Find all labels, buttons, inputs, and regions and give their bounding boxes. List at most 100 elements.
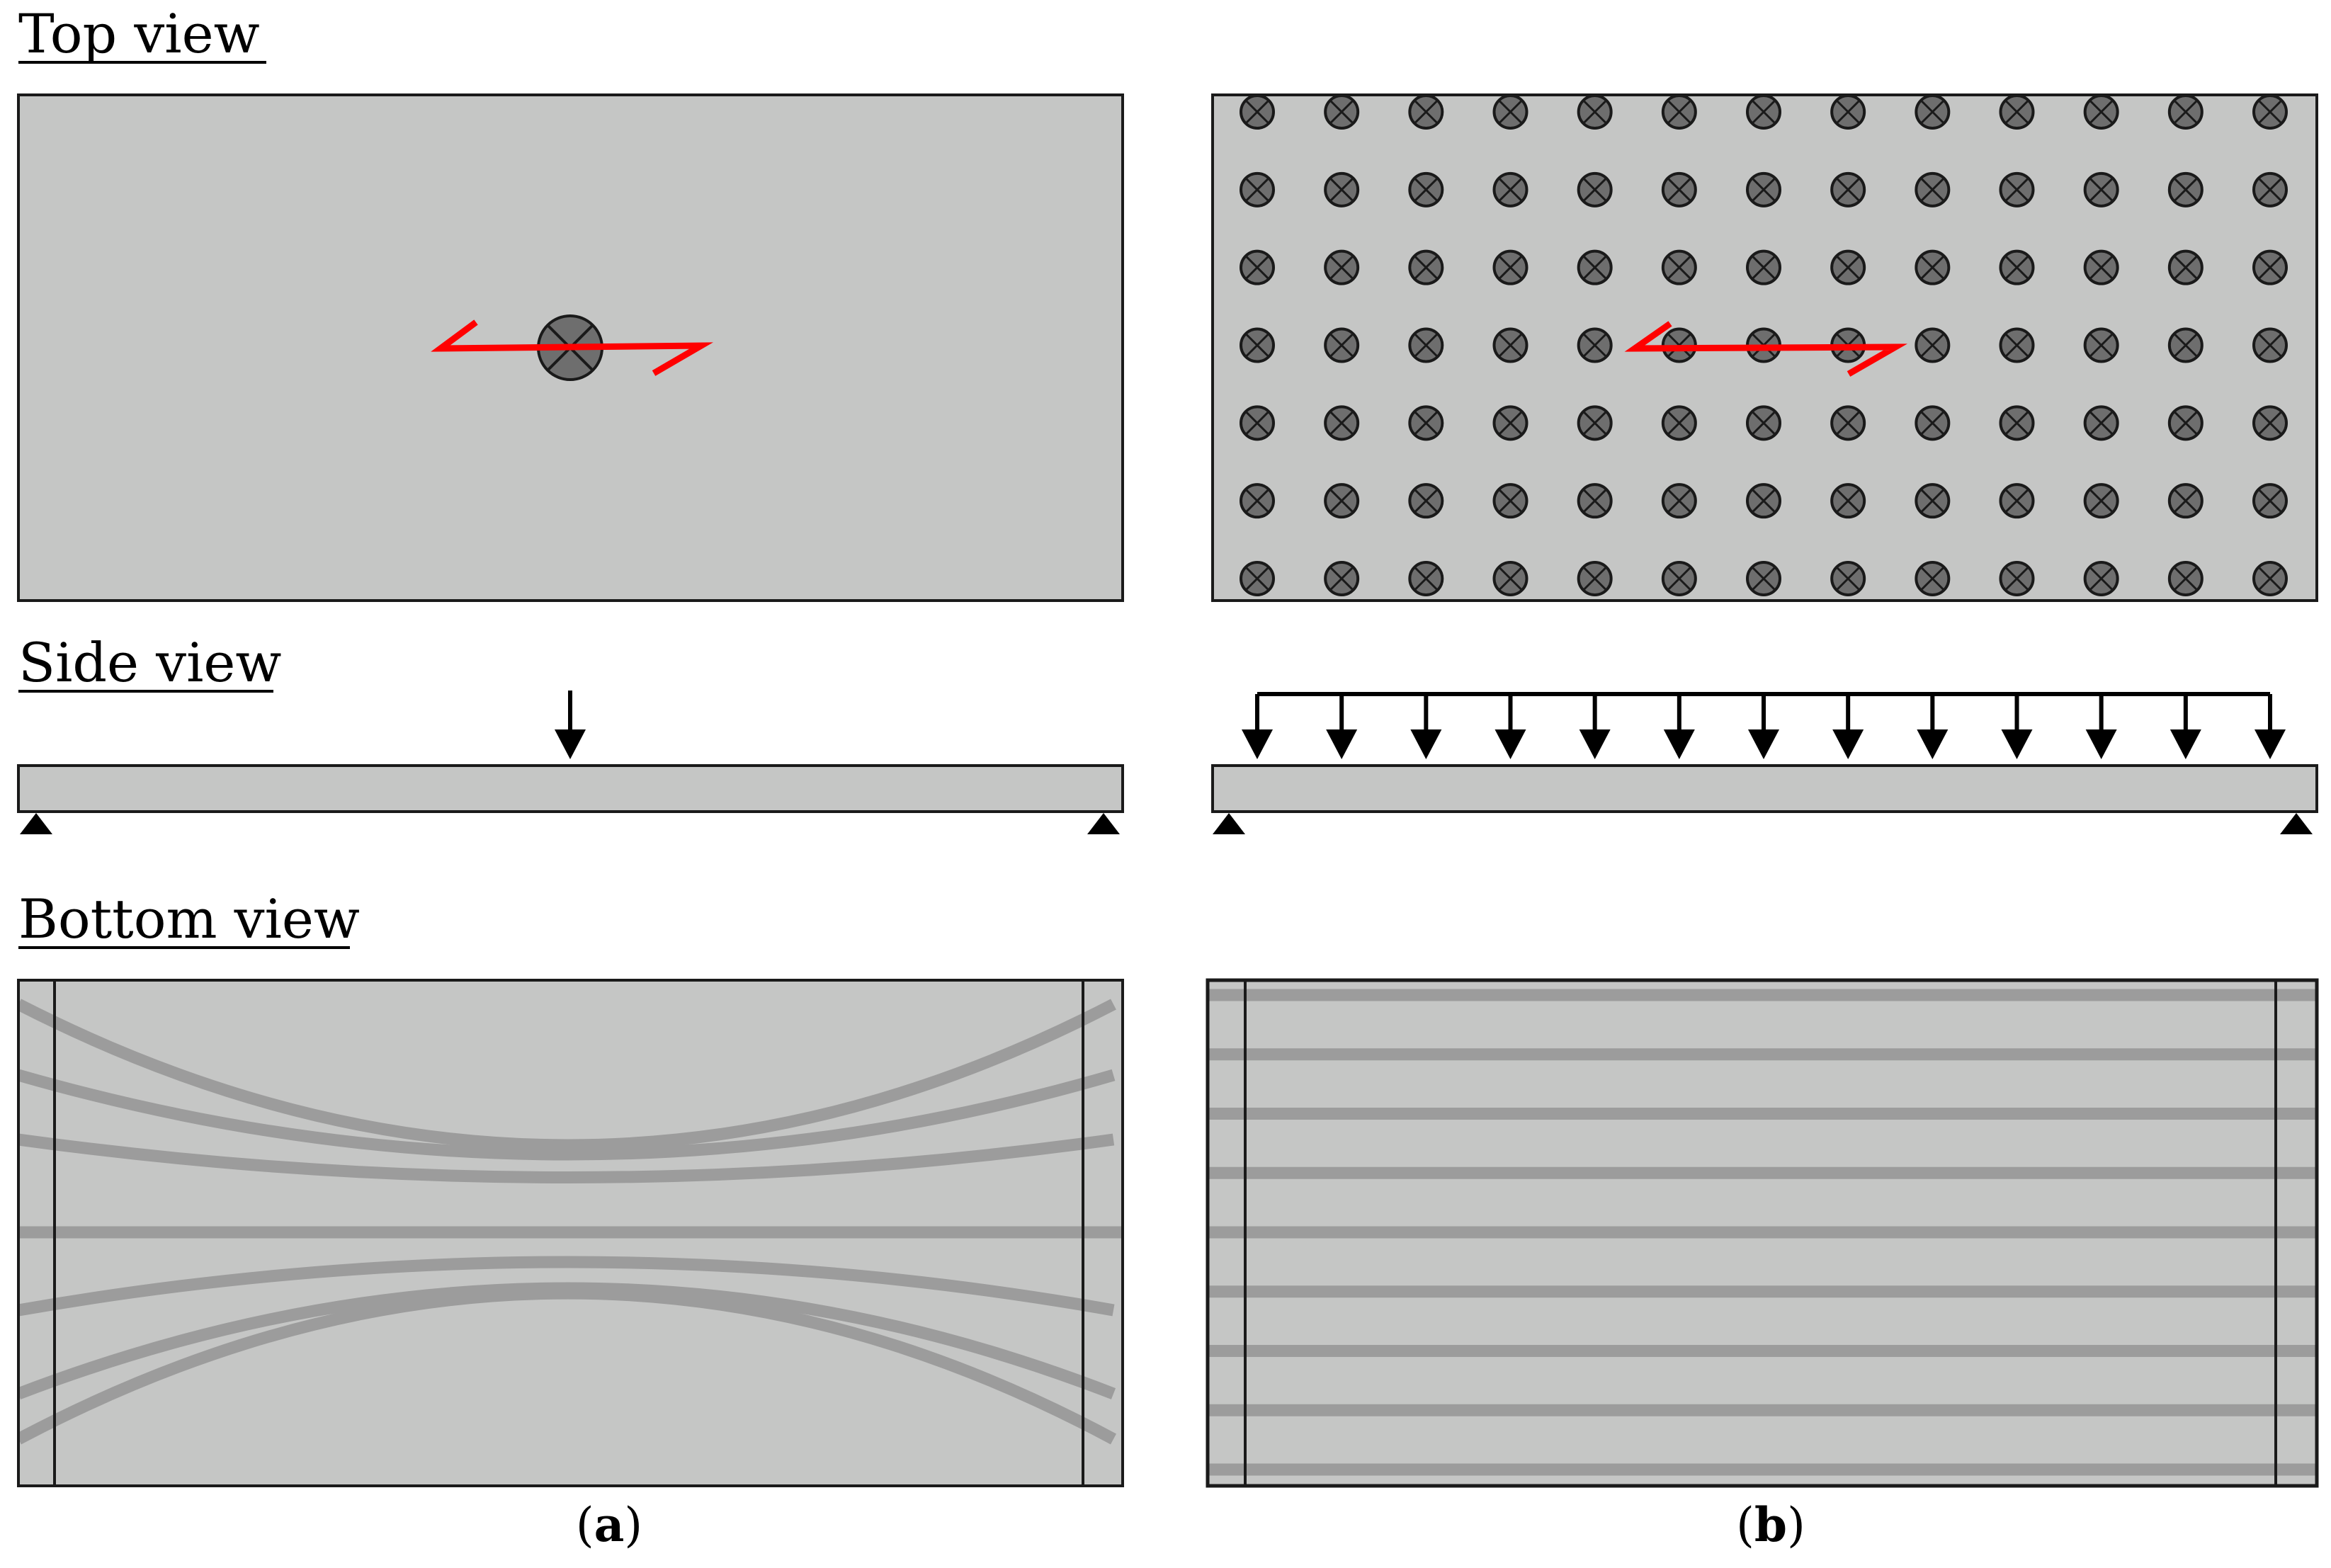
circled-x-load-icon (1915, 249, 1951, 285)
circled-x-load-icon (1324, 249, 1360, 285)
circled-x-load-icon (1492, 94, 1529, 130)
panel-a-side-view (17, 691, 1124, 834)
circled-x-load-icon (1915, 94, 1951, 130)
down-arrow-icon (1242, 694, 1273, 759)
circled-x-load-icon (2252, 561, 2288, 596)
down-arrow-icon (2001, 694, 2033, 759)
circled-x-load-icon (2252, 94, 2288, 130)
side-view-heading: Side view (18, 631, 281, 694)
circled-x-load-icon (1240, 94, 1275, 130)
circled-x-load-icon (2252, 171, 2288, 208)
circled-x-load-icon (2252, 405, 2288, 441)
circled-x-load-icon (1915, 561, 1951, 596)
circled-x-load-icon (1408, 561, 1444, 596)
circled-x-load-icon (1830, 94, 1866, 130)
circled-x-load-icon (1240, 327, 1275, 363)
down-arrow-icon (555, 691, 586, 759)
circled-x-load-icon (1240, 483, 1275, 519)
distributed-side-arrows (1242, 694, 2286, 759)
circled-x-load-icon (2252, 249, 2288, 285)
circled-x-load-icon (1746, 249, 1781, 285)
circled-x-load-icon (2083, 483, 2119, 519)
circled-x-load-icon (1746, 171, 1781, 208)
panel-b-side-beam (1211, 764, 2318, 813)
circled-x-load-icon (1999, 171, 2035, 208)
circled-x-load-icon (2083, 171, 2119, 208)
circled-x-load-icon (1408, 249, 1444, 285)
circled-x-load-icon (1408, 327, 1444, 363)
circled-x-load-icon (2167, 405, 2204, 441)
down-arrow-icon (1917, 694, 1949, 759)
circled-x-load-icon (1746, 94, 1781, 130)
panel-b-bottom-outline (1206, 978, 2319, 1488)
circled-x-load-icon (1240, 561, 1275, 596)
circled-x-load-icon (2167, 94, 2204, 130)
down-arrow-icon (1326, 694, 1358, 759)
circled-x-load-icon (1830, 561, 1866, 596)
circled-x-load-icon (2083, 327, 2119, 363)
circled-x-load-icon (1577, 249, 1613, 285)
circled-x-load-icon (1492, 405, 1529, 441)
right-support-icon (1087, 813, 1120, 834)
panel-a-side-beam (17, 764, 1124, 813)
down-arrow-icon (1495, 694, 1526, 759)
down-arrow-icon (1748, 694, 1779, 759)
circled-x-load-icon (1661, 171, 1697, 208)
circled-x-load-icon (1492, 327, 1529, 363)
circled-x-load-icon (1577, 483, 1613, 519)
right-support-icon (2280, 813, 2313, 834)
circled-x-load-icon (1746, 405, 1781, 441)
circled-x-load-icon (1408, 94, 1444, 130)
distributed-load-grid (1240, 94, 2288, 596)
circled-x-load-icon (1746, 561, 1781, 596)
circled-x-load-icon (1408, 405, 1444, 441)
down-arrow-icon (1663, 694, 1695, 759)
panel-a-top-view (17, 93, 1124, 602)
circled-x-load-icon (2167, 171, 2204, 208)
moment-arrow-icon (431, 319, 713, 376)
circled-x-load-icon (1915, 405, 1951, 441)
top-view-heading: Top view (18, 2, 260, 65)
circled-x-load-icon (1577, 327, 1613, 363)
panel-b-bottom-view (1206, 978, 2319, 1488)
circled-x-load-icon (1577, 405, 1613, 441)
fan-crack-pattern (18, 999, 1123, 1445)
circled-x-load-icon (1324, 94, 1360, 130)
circled-x-load-icon (1492, 561, 1529, 596)
circled-x-load-icon (2083, 405, 2119, 441)
panel-b-top-view (1211, 93, 2318, 602)
circled-x-load-icon (1746, 483, 1781, 519)
circled-x-load-icon (2167, 327, 2204, 363)
circled-x-load-icon (1999, 327, 2035, 363)
circled-x-load-icon (2083, 94, 2119, 130)
circled-x-load-icon (1830, 249, 1866, 285)
circled-x-load-icon (1661, 561, 1697, 596)
circled-x-load-icon (1999, 561, 2035, 596)
circled-x-load-icon (1999, 405, 2035, 441)
left-support-icon (1213, 813, 1245, 834)
circled-x-load-icon (1830, 171, 1866, 208)
down-arrow-icon (1579, 694, 1611, 759)
circled-x-load-icon (1324, 171, 1360, 208)
circled-x-load-icon (2167, 483, 2204, 519)
down-arrow-icon (2170, 694, 2201, 759)
panel-a-caption: (a) (576, 1497, 642, 1552)
circled-x-load-icon (2083, 561, 2119, 596)
circled-x-load-icon (1830, 405, 1866, 441)
parallel-crack-pattern (1208, 989, 2317, 1476)
circled-x-load-icon (1577, 561, 1613, 596)
circled-x-load-icon (1577, 171, 1613, 208)
circled-x-load-icon (1324, 405, 1360, 441)
circled-x-load-icon (2252, 327, 2288, 363)
circled-x-load-icon (2252, 483, 2288, 519)
circled-x-load-icon (1999, 94, 2035, 130)
down-arrow-icon (2085, 694, 2117, 759)
down-arrow-icon (2255, 694, 2286, 759)
circled-x-load-icon (1999, 483, 2035, 519)
circled-x-load-icon (1915, 171, 1951, 208)
circled-x-load-icon (1661, 94, 1697, 130)
bottom-view-heading: Bottom view (18, 887, 360, 950)
left-support-icon (20, 813, 52, 834)
circled-x-load-icon (1915, 483, 1951, 519)
